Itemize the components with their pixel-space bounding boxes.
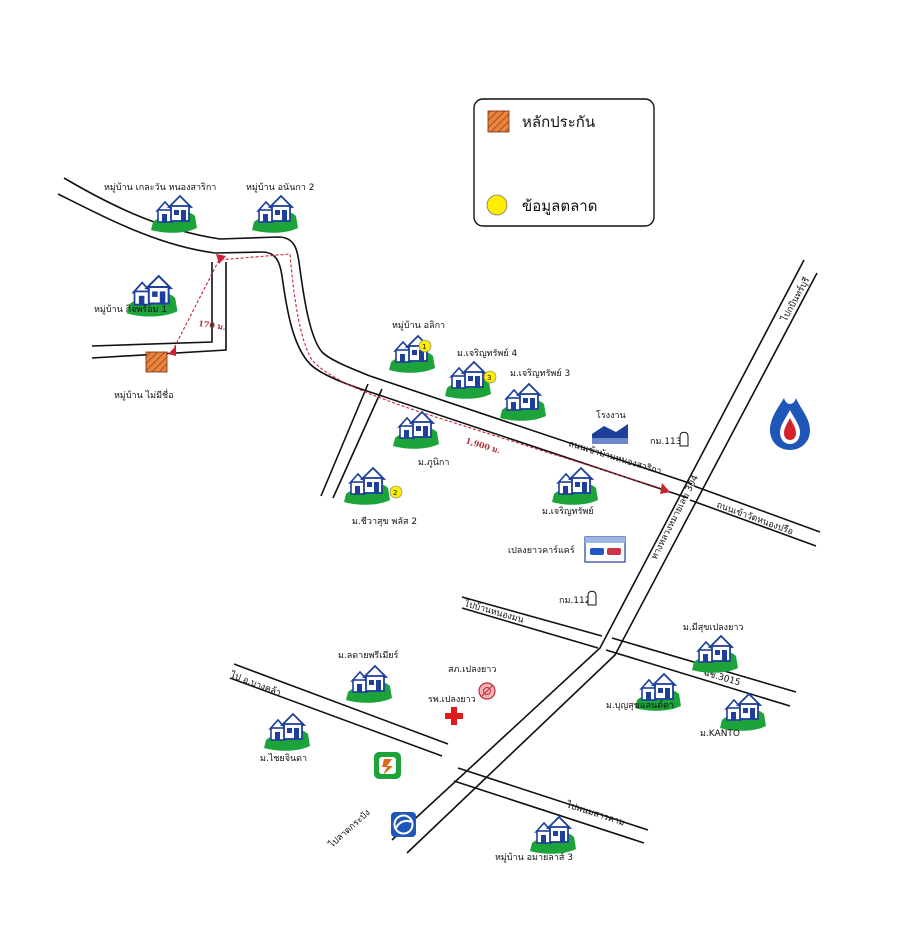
- place-label: กม.112: [559, 596, 590, 606]
- village-label: ม.เจริญทรัพย์: [542, 505, 594, 517]
- village-label: หมู่บ้าน ไม่มีชื่อ: [114, 388, 174, 401]
- village-label: ม.เจริญทรัพย์ 4: [457, 347, 517, 359]
- village-anantha2: หมู่บ้าน อนันกา 2: [246, 182, 314, 234]
- hospital-cross-icon: [445, 707, 463, 725]
- village-bunsuk: ม.บุญสุขแลนด์ดา: [606, 673, 682, 712]
- place-carcare: เปลงยาวคาร์แคร์: [508, 536, 626, 563]
- village-charoensap3: ม.เจริญทรัพย์ 3: [499, 367, 570, 422]
- village-label: ม.เจริญทรัพย์ 3: [510, 367, 570, 379]
- market-point-number: 2: [393, 489, 397, 497]
- pea-logo-icon: [374, 752, 401, 779]
- legend-collateral-label: หลักประกัน: [522, 113, 595, 131]
- village-label: ม.ลดายพรีเมียร์: [338, 649, 399, 661]
- village-label: หมู่บ้าน อมายลาส์ 3: [495, 851, 573, 863]
- house-icon: [251, 195, 299, 234]
- village-nonamed: หมู่บ้าน ไม่มีชื่อ: [114, 351, 174, 401]
- village-kitprom1: หมู่บ้าน กิจพร้อม 1: [94, 275, 179, 318]
- house-icon: [345, 665, 393, 704]
- legend: หลักประกัน ข้อมูลตลาด: [473, 98, 655, 227]
- bank-logo-icon: [391, 812, 416, 837]
- village-charoensap: ม.เจริญทรัพย์: [542, 467, 599, 517]
- collateral-marker: [145, 351, 168, 373]
- house-icon: [444, 361, 492, 400]
- village-label: หมู่บ้าน อนันกา 2: [246, 182, 314, 193]
- road-label-bangkla: ไป อ.บางคล้า: [228, 669, 282, 699]
- place-police: สภ.เปลงยาว: [448, 665, 496, 700]
- house-icon: [551, 467, 599, 506]
- house-icon: [499, 383, 547, 422]
- village-label: หมู่บ้าน เกละวัน หนองสาริกา: [104, 182, 216, 193]
- place-hospital: รพ.เปลงยาว: [428, 695, 476, 725]
- market-point: [389, 485, 403, 499]
- village-label: ม.บุญสุขแลนด์ดา: [606, 699, 674, 711]
- village-label: ม.ภูนิกา: [418, 457, 449, 468]
- village-amayar3: หมู่บ้าน อมายลาส์ 3: [495, 816, 577, 863]
- house-icon: [392, 411, 440, 450]
- km-marker-icon: [679, 431, 689, 447]
- village-label: ม.ไชยจินดา: [260, 753, 307, 764]
- market-point: [418, 339, 432, 353]
- road-label-highway: ทางหลวงหมายเลข 304: [650, 473, 701, 561]
- distance-long: 1,900 ม.: [464, 435, 501, 455]
- village-charoensap4: 3 ม.เจริญทรัพย์ 4: [444, 347, 517, 400]
- km-marker-icon: [587, 590, 597, 606]
- market-legend-circle: [486, 194, 508, 216]
- village-chiwasuk: 2 ม.ชีวาสุข พลัส 2: [343, 467, 417, 527]
- ptt-logo-icon: [770, 398, 810, 450]
- market-point: [483, 370, 497, 384]
- house-icon: [150, 195, 198, 234]
- place-label: โรงงาน: [596, 410, 626, 421]
- market-point-number: 1: [422, 343, 426, 351]
- place-label: เปลงยาวคาร์แคร์: [508, 544, 575, 556]
- house-icon: [529, 816, 577, 855]
- place-km113: กม.113: [650, 431, 689, 447]
- house-icon: [343, 467, 391, 506]
- house-icon: [263, 713, 311, 752]
- place-label: สภ.เปลงยาว: [448, 665, 496, 675]
- road-label-latkrabang: ไปลาดกระบัง: [326, 807, 373, 851]
- place-label: กม.113: [650, 437, 681, 447]
- village-label: หมู่บ้าน อลิกา: [392, 320, 445, 331]
- house-icon: [691, 635, 739, 674]
- distance-short: 170 ม.: [198, 318, 227, 332]
- road-network: [57, 177, 821, 854]
- village-meesuk: ม.มีสุขเปลงยาว: [683, 622, 743, 674]
- village-chaichinda: ม.ไชยจินดา: [260, 713, 311, 764]
- village-label: หมู่บ้าน กิจพร้อม 1: [94, 304, 167, 315]
- market-point-number: 3: [487, 374, 491, 382]
- place-km112: กม.112: [559, 590, 597, 606]
- village-kaewan: หมู่บ้าน เกละวัน หนองสาริกา: [104, 182, 216, 234]
- place-label: รพ.เปลงยาว: [428, 695, 476, 705]
- village-label: ม.มีสุขเปลงยาว: [683, 622, 743, 633]
- factory-icon: [592, 424, 628, 444]
- road-label-phanom: ไปพนมสารคาม: [564, 799, 626, 829]
- police-icon: [478, 682, 496, 700]
- village-label: ม.KANTO: [700, 729, 740, 739]
- road-labels: ไปกบินทร์บุรี ถนนเข้าบ้านหนองสาริกา ทางห…: [228, 275, 812, 851]
- village-kanto: ม.KANTO: [700, 693, 767, 739]
- house-icon: [719, 693, 767, 732]
- village-laddawan: ม.ลดายพรีเมียร์: [338, 649, 399, 704]
- place-factory: โรงงาน: [592, 410, 628, 444]
- carcare-icon: [584, 536, 626, 563]
- collateral-legend-swatch: [487, 110, 510, 133]
- village-label: ม.ชีวาสุข พลัส 2: [352, 516, 417, 527]
- village-phunika: ม.ภูนิกา: [392, 411, 449, 468]
- village-alika: 1 หมู่บ้าน อลิกา: [388, 320, 445, 374]
- legend-market-label: ข้อมูลตลาด: [522, 197, 597, 215]
